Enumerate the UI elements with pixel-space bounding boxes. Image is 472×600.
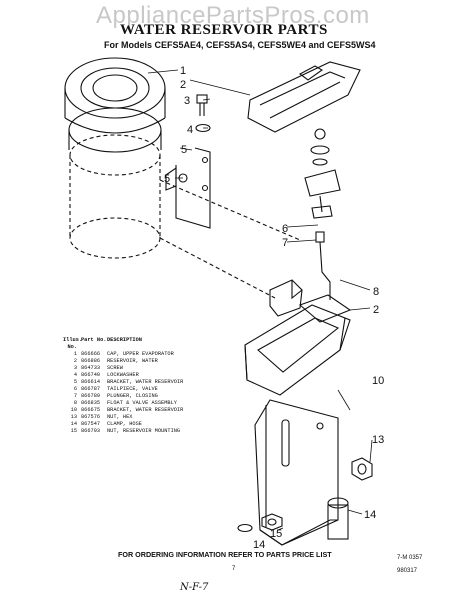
parts-list-row: 3 864733 SCREW — [63, 365, 247, 372]
callout-14b: 14 — [253, 539, 265, 551]
parts-list-row: 5 866614 BRACKET, WATER RESERVOIR — [63, 379, 247, 386]
description-cell: TAILPIECE, VALVE — [107, 386, 158, 392]
part-no-cell: 867547 — [81, 421, 101, 427]
parts-list-row: 14 867547 CLAMP, HOSE — [63, 421, 247, 428]
illus-no-cell: 4 — [73, 372, 77, 378]
callout-2b: 2 — [373, 304, 379, 316]
description-cell: NUT, RESERVOIR MOUNTING — [107, 428, 181, 434]
hex-nut-part — [351, 457, 373, 481]
illus-no-cell: 13 — [70, 414, 77, 420]
callout-15: 15 — [270, 528, 282, 540]
callout-10: 10 — [372, 375, 384, 387]
float-valve-assembly-part — [304, 128, 341, 300]
handwritten-note: N-F-7 — [180, 582, 209, 593]
illus-no-cell: 6 — [73, 386, 77, 392]
col-illus-no: Illus. No. — [63, 337, 83, 350]
part-no-cell: 866666 — [81, 351, 101, 357]
parts-list-row: 6 866787 TAILPIECE, VALVE — [63, 386, 247, 393]
illus-no-cell: 2 — [73, 358, 77, 364]
illus-no-cell: 15 — [70, 428, 77, 434]
col-part-no: Part No. — [81, 337, 107, 343]
parts-list-row: 8 866835 FLOAT & VALVE ASSEMBLY — [63, 400, 247, 407]
illus-no-cell: 3 — [73, 365, 77, 371]
illus-no-cell: 1 — [73, 351, 77, 357]
description-cell: CAP, UPPER EVAPORATOR — [107, 351, 174, 357]
description-cell: SCREW — [107, 365, 123, 371]
drawing-code: 7-M 0357 — [397, 555, 423, 561]
evaporator-outline — [69, 134, 301, 299]
upper-evaporator-cap-part — [64, 57, 166, 153]
part-no-cell: 866787 — [81, 386, 101, 392]
description-cell: LOCKWASHER — [107, 372, 139, 378]
part-no-cell: 867576 — [81, 414, 101, 420]
description-cell: RESERVOIR, WATER — [107, 358, 158, 364]
parts-list-row: 7 866789 PLUNGER, CLOSING — [63, 393, 247, 400]
ordering-note: FOR ORDERING INFORMATION REFER TO PARTS … — [118, 550, 332, 559]
part-no-cell: 866740 — [81, 372, 101, 378]
part-no-cell: 866886 — [81, 358, 101, 364]
page-number: 7 — [232, 566, 236, 572]
callout-4: 4 — [187, 124, 193, 136]
lower-bracket-part — [254, 399, 339, 546]
description-cell: BRACKET, WATER RESERVOIR — [107, 407, 184, 413]
watermark: AppliancePartsPros.com — [96, 2, 370, 29]
illus-no-cell: 10 — [70, 407, 77, 413]
mounting-nut-part — [261, 513, 283, 531]
screw-part — [196, 94, 208, 116]
lockwasher-part — [195, 123, 211, 133]
parts-list-rows: 1 866666 CAP, UPPER EVAPORATOR 2 866886 RESER… — [63, 351, 247, 435]
part-no-cell: 866675 — [81, 407, 101, 413]
hose-clamp-part — [237, 497, 349, 540]
parts-list-row: 13 867576 NUT, HEX — [63, 414, 247, 421]
illus-no-cell: 14 — [70, 421, 77, 427]
callout-5b: 5 — [164, 173, 170, 185]
illus-no-cell: 7 — [73, 393, 77, 399]
callout-2: 2 — [180, 79, 186, 91]
illus-no-cell: 5 — [73, 379, 77, 385]
float-part — [269, 279, 303, 317]
page-subtitle: For Models CEFS5AE4, CEFS5AS4, CEFS5WE4 … — [104, 40, 376, 50]
part-no-cell: 864733 — [81, 365, 101, 371]
parts-list-row: 15 866793 NUT, RESERVOIR MOUNTING — [63, 428, 247, 435]
callout-7: 7 — [282, 237, 288, 249]
parts-list-row: 2 866886 RESERVOIR, WATER — [63, 358, 247, 365]
parts-list-row: 1 866666 CAP, UPPER EVAPORATOR — [63, 351, 247, 358]
callout-13: 13 — [372, 434, 384, 446]
reservoir-bracket-part — [165, 147, 211, 229]
callout-5: 5 — [181, 144, 187, 156]
water-reservoir-tray-part — [244, 294, 352, 396]
page-title: WATER RESERVOIR PARTS — [120, 22, 328, 38]
part-no-cell: 866789 — [81, 393, 101, 399]
callout-6: 6 — [282, 223, 288, 235]
callout-14: 14 — [364, 509, 376, 521]
description-cell: NUT, HEX — [107, 414, 133, 420]
parts-list-header: Illus. No. Part No. DESCRIPTION — [63, 337, 247, 351]
callout-1: 1 — [180, 65, 186, 77]
date-code: 980317 — [397, 568, 418, 574]
part-no-cell: 866793 — [81, 428, 101, 434]
part-no-cell: 866835 — [81, 400, 101, 406]
callout-8: 8 — [373, 286, 379, 298]
col-description: DESCRIPTION — [107, 337, 142, 343]
callout-3: 3 — [184, 95, 190, 107]
description-cell: CLAMP, HOSE — [107, 421, 142, 427]
illus-no-cell: 8 — [73, 400, 77, 406]
parts-list-row: 4 866740 LOCKWASHER — [63, 372, 247, 379]
water-reservoir-upper-part — [247, 61, 361, 133]
parts-list-row: 10 866675 BRACKET, WATER RESERVOIR — [63, 407, 247, 414]
description-cell: FLOAT & VALVE ASSEMBLY — [107, 400, 177, 406]
description-cell: BRACKET, WATER RESERVOIR — [107, 379, 184, 385]
part-no-cell: 866614 — [81, 379, 101, 385]
description-cell: PLUNGER, CLOSING — [107, 393, 158, 399]
